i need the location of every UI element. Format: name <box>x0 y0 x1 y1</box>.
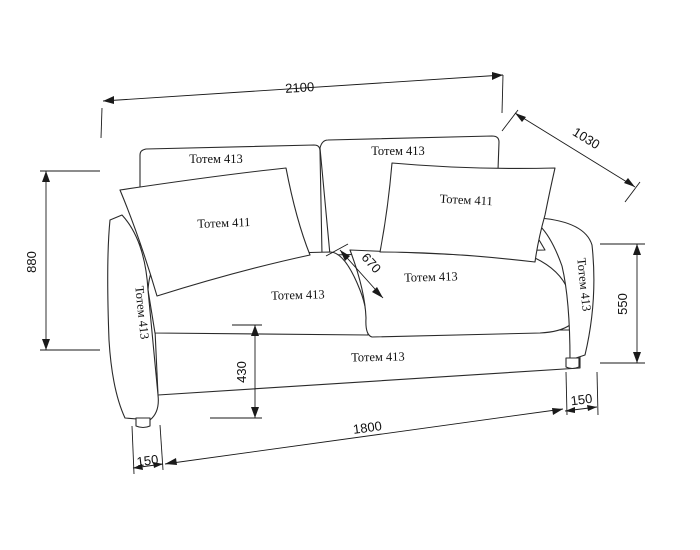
leg-right <box>565 357 580 370</box>
fabric-labels: Тотем 413 Тотем 413 Тотем 411 Тотем 411 … <box>132 144 594 364</box>
label-back-right: Тотем 413 <box>371 144 425 158</box>
dim-seat-height: 430 <box>234 361 249 383</box>
dim-seat-width: 1800 <box>352 418 383 437</box>
pillow-left <box>119 167 311 297</box>
label-arm-left: Тотем 413 <box>132 285 152 340</box>
pillow-right <box>379 162 556 263</box>
dim-arm-height: 550 <box>615 293 630 315</box>
leg-left <box>135 417 151 429</box>
label-pillow-left: Тотем 411 <box>197 215 251 231</box>
arm-right <box>539 217 595 361</box>
dim-total-width: 2100 <box>285 79 315 96</box>
dim-depth: 1030 <box>570 124 602 152</box>
dim-arm-width-left: 150 <box>136 452 159 470</box>
sofa-body <box>107 135 595 429</box>
label-back-left: Тотем 413 <box>189 152 243 166</box>
label-seat-left: Тотем 413 <box>271 287 325 302</box>
label-seat-right: Тотем 413 <box>404 269 458 284</box>
label-arm-right: Тотем 413 <box>574 257 594 312</box>
label-base: Тотем 413 <box>351 350 405 365</box>
seat-cushion-right <box>349 249 571 338</box>
dim-arm-width-right: 150 <box>570 391 593 409</box>
dim-total-height: 880 <box>24 251 39 273</box>
label-pillow-right: Тотем 411 <box>439 192 493 209</box>
dimension-lines <box>40 72 645 475</box>
